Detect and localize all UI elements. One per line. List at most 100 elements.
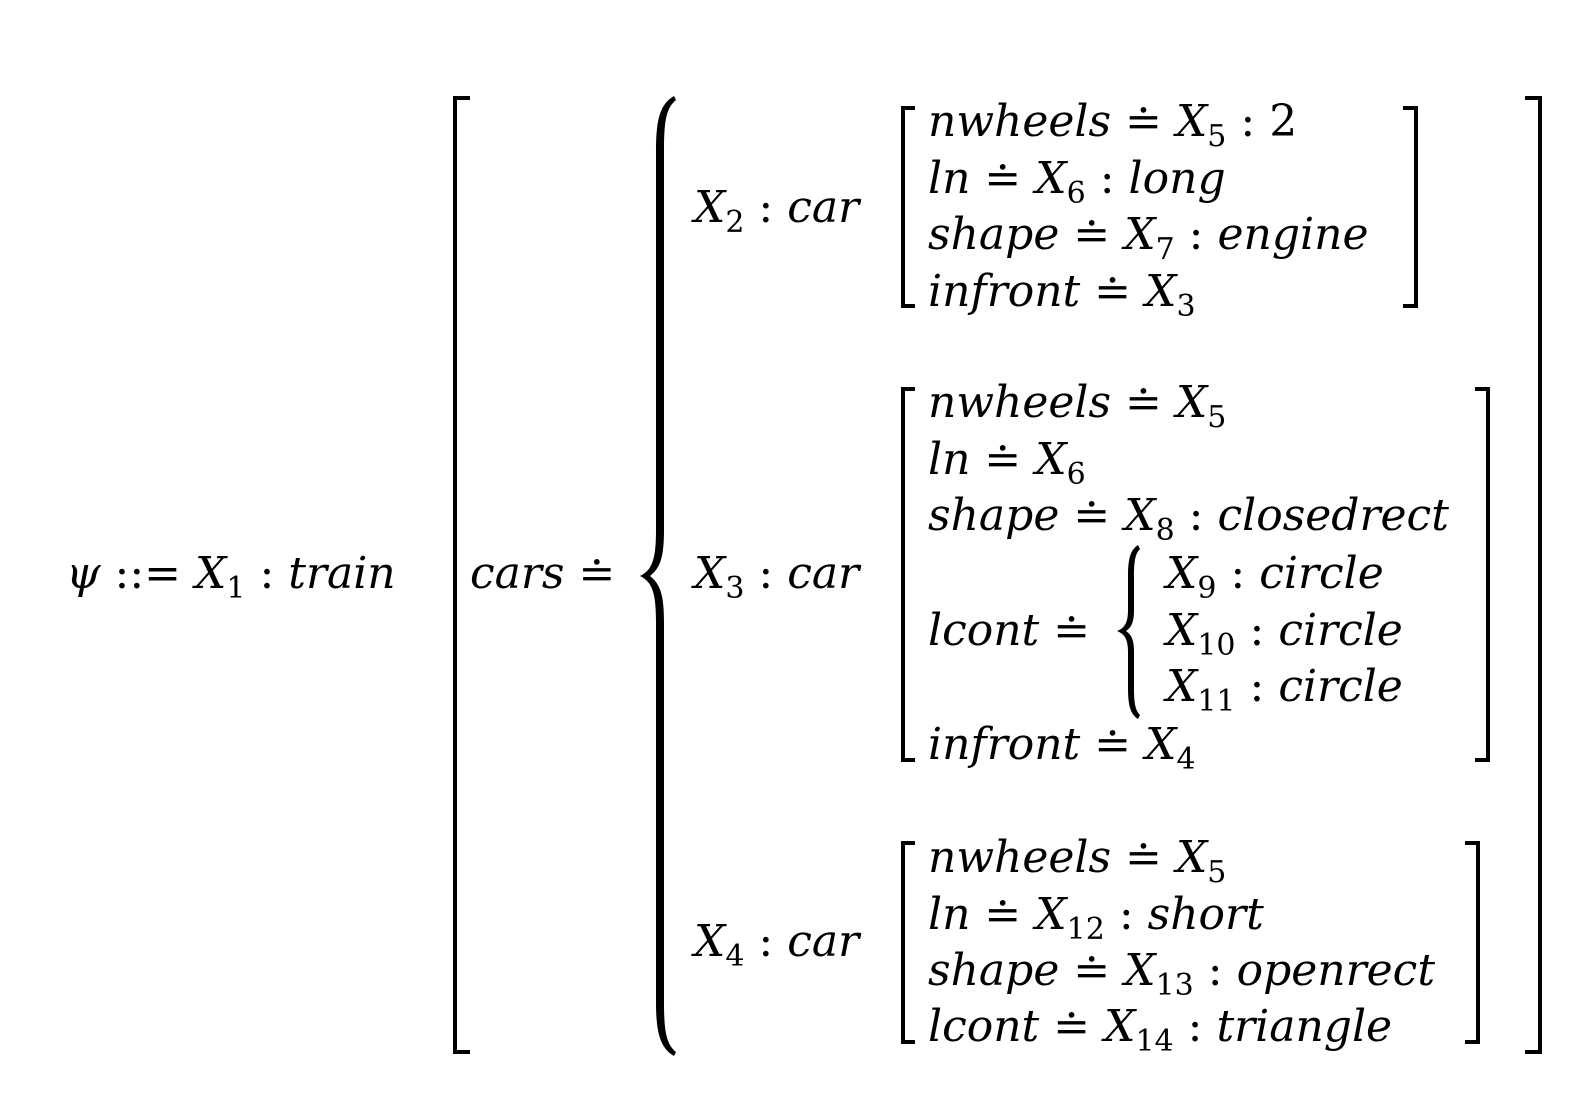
car3-feature-row: shape ≐ X13 : openrect — [928, 949, 1435, 1001]
dot-equals: ≐ — [1094, 266, 1132, 317]
car3-variable: X — [694, 916, 726, 967]
car1-feature-row: infront ≐ X3 — [928, 270, 1196, 322]
lcont-item-variable-index: 11 — [1197, 684, 1236, 719]
car3-right-bracket — [1465, 841, 1480, 1044]
car2-feature-row: nwheels ≐ X5 — [928, 381, 1226, 433]
feature-attr: infront — [928, 266, 1081, 317]
cars-dot-equals: ≐ — [578, 548, 616, 599]
cars-left-brace — [640, 96, 676, 1056]
car1-variable-index: 2 — [725, 205, 745, 240]
lcont-item-type: circle — [1259, 548, 1384, 599]
car1-right-bracket — [1403, 106, 1418, 308]
lcont-item-type: circle — [1278, 605, 1403, 656]
dot-equals: ≐ — [1073, 945, 1111, 996]
feature-variable: X — [1145, 719, 1177, 770]
car3-feature-row: ln ≐ X12 : short — [928, 893, 1264, 945]
outer-left-bracket — [453, 96, 470, 1054]
car3-variable-index: 4 — [725, 939, 745, 974]
feature-attr: lcont — [928, 1001, 1040, 1052]
car3-feature-row: nwheels ≐ X5 — [928, 836, 1226, 888]
dot-equals: ≐ — [984, 434, 1022, 485]
lcont-item-variable: X — [1166, 605, 1198, 656]
feature-attr: ln — [928, 153, 971, 204]
feature-attr: ln — [928, 889, 971, 940]
car2-right-bracket — [1475, 387, 1490, 762]
train-variable-index: 1 — [226, 571, 246, 606]
lcont-item-variable: X — [1166, 548, 1198, 599]
car3-colon: : — [758, 916, 774, 967]
train-variable: X — [195, 548, 227, 599]
dot-equals: ≐ — [1073, 490, 1111, 541]
car1-feature-row: nwheels ≐ X5 : 2 — [928, 100, 1297, 152]
dot-equals: ≐ — [1053, 1001, 1091, 1052]
feature-variable-index: 14 — [1135, 1024, 1174, 1059]
lcont-item-variable-index: 9 — [1197, 571, 1217, 606]
feature-variable: X — [1124, 945, 1156, 996]
car2-variable: X — [694, 548, 726, 599]
car1-label: X2 : car — [694, 186, 859, 238]
feature-value: engine — [1217, 209, 1369, 260]
train-type: train — [288, 548, 396, 599]
feature-variable: X — [1035, 889, 1067, 940]
feature-attr: nwheels — [928, 832, 1112, 883]
feature-value: 2 — [1269, 96, 1298, 147]
dot-equals: ≐ — [1094, 719, 1132, 770]
feature-variable: X — [1175, 832, 1208, 883]
car2-colon: : — [758, 548, 774, 599]
formula-lhs: ψ ::= X1 : train — [66, 552, 396, 604]
car3-label: X4 : car — [694, 920, 859, 972]
car3-type: car — [787, 916, 860, 967]
cars-attribute: cars ≐ — [470, 552, 615, 596]
colon: : — [1207, 945, 1223, 996]
feature-variable-index: 3 — [1176, 289, 1196, 324]
dot-equals: ≐ — [984, 889, 1022, 940]
car1-type: car — [787, 182, 860, 233]
colon: : — [1249, 661, 1265, 712]
feature-variable-index: 6 — [1066, 176, 1086, 211]
lcont-attr: lcont — [928, 605, 1040, 656]
lcont-item-variable-index: 10 — [1197, 628, 1236, 663]
dot-equals: ≐ — [1125, 832, 1162, 883]
feature-variable-index: 12 — [1066, 912, 1105, 947]
feature-variable: X — [1104, 1001, 1136, 1052]
car2-label: X3 : car — [694, 552, 859, 604]
colon: : — [1230, 548, 1246, 599]
lcont-item-variable: X — [1166, 661, 1198, 712]
colon: : — [1118, 889, 1134, 940]
car2-type: car — [787, 548, 860, 599]
feature-variable-index: 6 — [1066, 457, 1086, 492]
feature-variable-index: 5 — [1207, 855, 1227, 890]
feature-variable-index: 5 — [1207, 119, 1227, 154]
lcont-item: X10 : circle — [1166, 609, 1403, 661]
outer-right-bracket — [1525, 96, 1542, 1054]
defines-operator: ::= — [114, 548, 182, 599]
cars-attribute-name: cars — [470, 548, 565, 599]
feature-attr: nwheels — [928, 96, 1112, 147]
feature-value: openrect — [1236, 945, 1436, 996]
dot-equals: ≐ — [1073, 209, 1111, 260]
feature-attr: shape — [928, 490, 1060, 541]
lcont-left-brace — [1117, 545, 1140, 719]
colon: : — [1249, 605, 1265, 656]
car1-feature-row: shape ≐ X7 : engine — [928, 213, 1368, 265]
car2-feature-row: ln ≐ X6 — [928, 438, 1086, 490]
feature-variable-index: 5 — [1207, 400, 1227, 435]
feature-variable: X — [1175, 377, 1208, 428]
feature-value: long — [1128, 153, 1226, 204]
car3-feature-row: lcont ≐ X14 : triangle — [928, 1005, 1392, 1057]
feature-variable: X — [1124, 490, 1156, 541]
dot-equals: ≐ — [1053, 605, 1091, 656]
car2-left-bracket — [901, 387, 915, 762]
lcont-item-type: circle — [1278, 661, 1403, 712]
feature-value: short — [1147, 889, 1264, 940]
feature-attr: shape — [928, 945, 1060, 996]
feature-value: triangle — [1216, 1001, 1393, 1052]
feature-variable-index: 8 — [1155, 513, 1175, 548]
car2-variable-index: 3 — [725, 571, 745, 606]
dot-equals: ≐ — [1125, 96, 1162, 147]
colon: : — [1188, 209, 1204, 260]
car2-feature-row: shape ≐ X8 : closedrect — [928, 494, 1449, 546]
car2-feature-row: infront ≐ X4 — [928, 723, 1196, 775]
